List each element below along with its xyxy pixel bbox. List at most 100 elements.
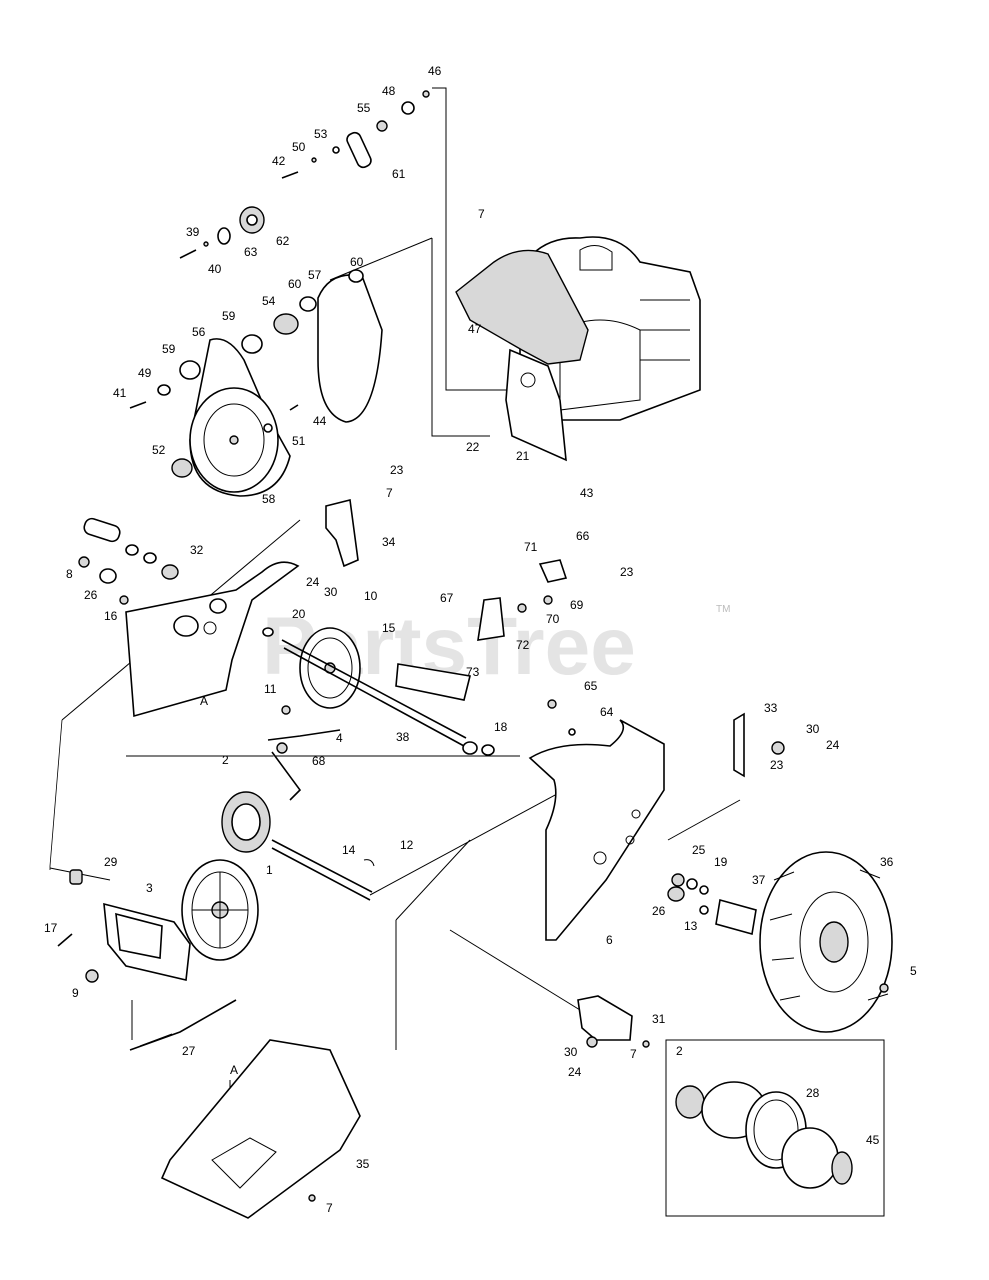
idler-arm-assembly <box>179 90 430 259</box>
callout-c28: 28 <box>806 1086 820 1100</box>
callout-c30c: 30 <box>564 1045 578 1059</box>
tire-wheel <box>759 851 893 1033</box>
callout-c2: 2 <box>222 753 229 767</box>
callout-c16: 16 <box>104 609 118 623</box>
callout-c30b: 30 <box>806 722 820 736</box>
callout-c41: 41 <box>113 386 127 400</box>
callout-c7b: 7 <box>386 486 393 500</box>
axle-parts <box>667 873 757 936</box>
callout-c24c: 24 <box>568 1065 582 1079</box>
callout-c3: 3 <box>146 881 153 895</box>
callout-c55: 55 <box>357 101 371 115</box>
hex-shaft <box>271 839 375 901</box>
callout-c21: 21 <box>516 449 530 463</box>
callout-c50: 50 <box>292 140 306 154</box>
linkage-4-68 <box>267 705 341 801</box>
callout-c66: 66 <box>576 529 590 543</box>
callout-c19: 19 <box>714 855 728 869</box>
callout-c7c: 7 <box>630 1047 637 1061</box>
callout-c22: 22 <box>466 440 480 454</box>
callout-c69: 69 <box>570 598 584 612</box>
callout-c32: 32 <box>190 543 204 557</box>
callout-c70: 70 <box>546 612 560 626</box>
callout-c29: 29 <box>104 855 118 869</box>
callout-c46: 46 <box>428 64 442 78</box>
callout-c42: 42 <box>272 154 286 168</box>
callout-c34: 34 <box>382 535 396 549</box>
inset-box <box>665 1039 885 1217</box>
callout-c20: 20 <box>292 607 306 621</box>
gear-and-shaft <box>281 627 576 756</box>
callout-c59b: 59 <box>162 342 176 356</box>
callout-c59a: 59 <box>222 309 236 323</box>
callout-c39: 39 <box>186 225 200 239</box>
callout-c62: 62 <box>276 234 290 248</box>
callout-cA1: A <box>200 694 208 708</box>
callout-c13: 13 <box>684 919 698 933</box>
callout-c25: 25 <box>692 843 706 857</box>
callout-c12: 12 <box>400 838 414 852</box>
callout-c7a: 7 <box>478 207 485 221</box>
drive-plate <box>181 859 259 961</box>
callout-c54: 54 <box>262 294 276 308</box>
callout-c23b: 23 <box>620 565 634 579</box>
callout-c36: 36 <box>880 855 894 869</box>
callout-c14: 14 <box>342 843 356 857</box>
belt-cover <box>455 249 589 365</box>
callout-c11: 11 <box>264 682 277 696</box>
callout-c23c: 23 <box>770 758 784 772</box>
callout-c26b: 26 <box>652 904 666 918</box>
callout-c5: 5 <box>910 964 917 978</box>
callout-c53: 53 <box>314 127 328 141</box>
callout-c60a: 60 <box>350 255 364 269</box>
callout-c8: 8 <box>66 567 73 581</box>
callout-c30a: 30 <box>324 585 338 599</box>
callout-c63: 63 <box>244 245 258 259</box>
reference-lines <box>49 87 741 1120</box>
callout-c58: 58 <box>262 492 276 506</box>
callout-cA2: A <box>230 1063 238 1077</box>
callout-c44: 44 <box>313 414 327 428</box>
callout-c33: 33 <box>764 701 778 715</box>
callout-c23a: 23 <box>390 463 404 477</box>
callout-c60b: 60 <box>288 277 302 291</box>
callout-c52: 52 <box>152 443 166 457</box>
callout-c40: 40 <box>208 262 222 276</box>
shift-bracket <box>57 869 237 1051</box>
right-frame-plate <box>528 719 665 941</box>
callout-c56: 56 <box>192 325 206 339</box>
callout-c67: 67 <box>440 591 454 605</box>
callout-c38: 38 <box>396 730 410 744</box>
callout-c2b: 2 <box>676 1044 683 1058</box>
callout-c65: 65 <box>584 679 598 693</box>
callout-c43: 43 <box>580 486 594 500</box>
bracket-71-72 <box>477 559 568 641</box>
callout-c15: 15 <box>382 621 396 635</box>
callout-c17: 17 <box>44 921 58 935</box>
callout-c57: 57 <box>308 268 322 282</box>
callout-c51: 51 <box>292 434 306 448</box>
callout-c64: 64 <box>600 705 614 719</box>
callout-c45: 45 <box>866 1133 880 1147</box>
callout-c24a: 24 <box>306 575 320 589</box>
bracket-31 <box>577 995 650 1048</box>
callout-c4: 4 <box>336 731 343 745</box>
callout-c73: 73 <box>466 665 480 679</box>
callout-c72: 72 <box>516 638 530 652</box>
callout-c18: 18 <box>494 720 508 734</box>
callout-c47: 47 <box>468 322 482 336</box>
callout-c10: 10 <box>364 589 378 603</box>
callout-c68: 68 <box>312 754 326 768</box>
left-frame-plate <box>78 517 300 718</box>
callout-c71: 71 <box>524 540 538 554</box>
callout-c1: 1 <box>266 863 273 877</box>
watermark-trademark: TM <box>716 604 730 615</box>
callout-c26a: 26 <box>84 588 98 602</box>
callout-c37: 37 <box>752 873 766 887</box>
bottom-pan <box>160 1039 361 1219</box>
engine-outline <box>519 236 701 421</box>
callout-c35: 35 <box>356 1157 370 1171</box>
callout-c7d: 7 <box>326 1201 333 1215</box>
